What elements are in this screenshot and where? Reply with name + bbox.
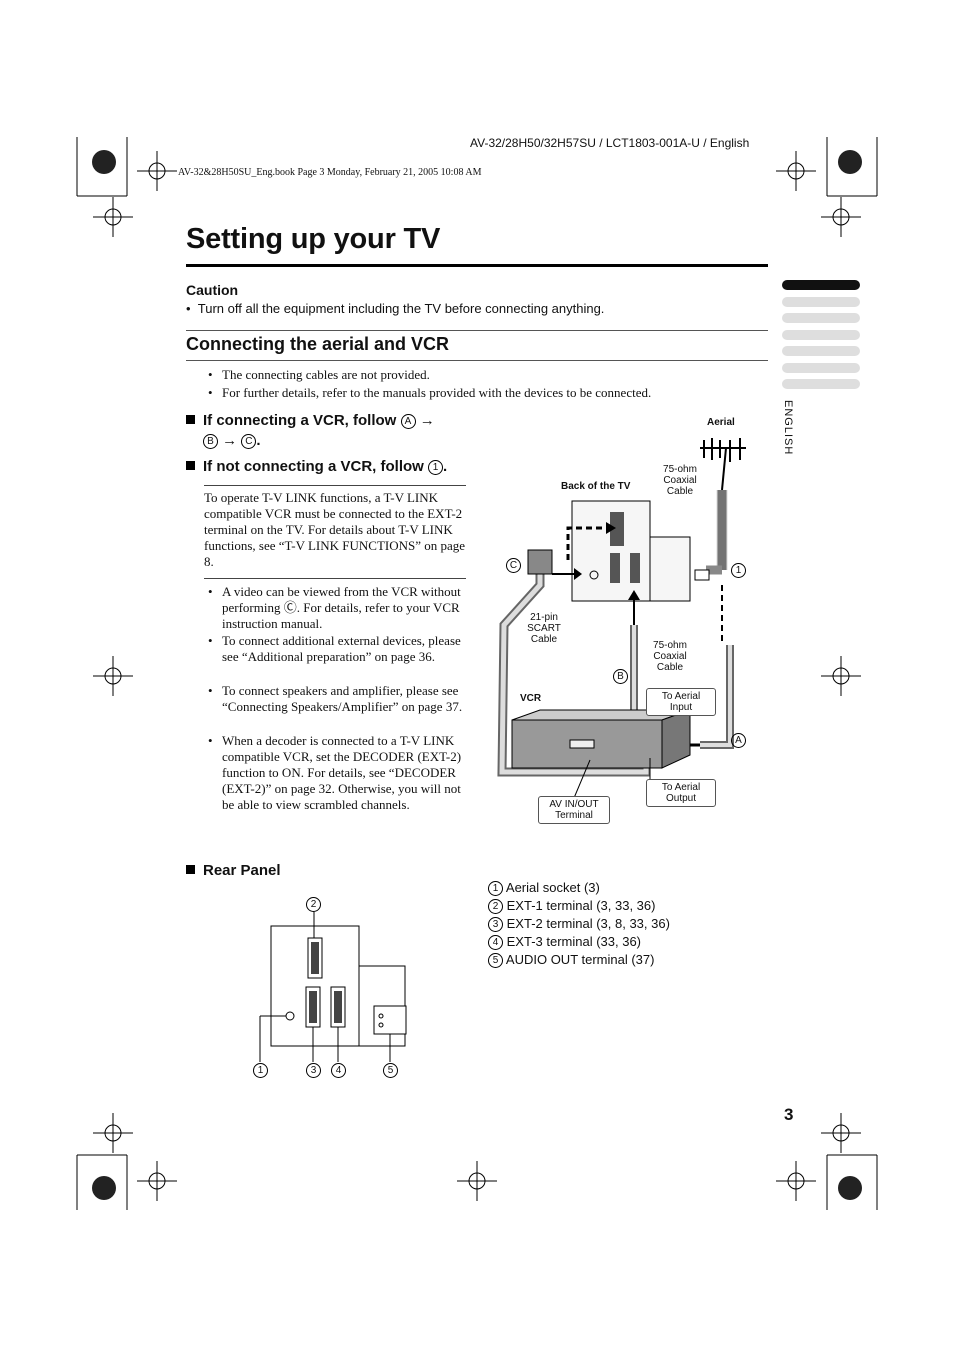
legend-num-icon: 2: [488, 899, 503, 914]
rear-panel-heading-text: Rear Panel: [203, 862, 281, 879]
mark-a-icon: A: [731, 733, 746, 748]
no-vcr-instruction-text: If not connecting a VCR, follow: [203, 458, 424, 475]
page-number: 3: [784, 1105, 794, 1124]
tv-link-text: To operate T-V LINK functions, a T-V LIN…: [204, 490, 466, 569]
aerial-label: Aerial: [707, 417, 735, 428]
mark-b-icon: B: [203, 434, 218, 449]
callout-5-icon: 5: [383, 1063, 398, 1078]
coax-top-label: 75-ohm Coaxial Cable: [663, 464, 697, 497]
legend-item: 5 AUDIO OUT terminal (37): [488, 951, 670, 969]
coax-mid-label: 75-ohm Coaxial Cable: [653, 640, 687, 673]
legend-num-icon: 5: [488, 953, 503, 968]
language-tab-active: [782, 280, 860, 290]
square-bullet-icon: [186, 865, 195, 874]
legend-num-icon: 3: [488, 917, 503, 932]
legend-num-icon: 1: [488, 881, 503, 896]
legend-text: EXT-2 terminal (3, 8, 33, 36): [506, 916, 670, 931]
page-title: Setting up your TV: [186, 223, 441, 255]
language-tab: [782, 379, 860, 389]
mark-a-icon: A: [400, 414, 416, 429]
back-of-tv-label: Back of the TV: [561, 481, 631, 492]
no-vcr-instruction: If not connecting a VCR, follow 1.: [186, 457, 447, 477]
mark-1-icon: 1: [731, 563, 746, 578]
legend-item: 4 EXT-3 terminal (33, 36): [488, 933, 670, 951]
connection-diagram: [497, 438, 746, 799]
vcr-icon: [511, 709, 691, 769]
caution-body: Turn off all the equipment including the…: [197, 301, 605, 316]
section-heading: Connecting the aerial and VCR: [186, 334, 450, 354]
language-tab: [782, 363, 860, 373]
vcr-instruction-text: If connecting a VCR, follow: [203, 412, 397, 429]
arrow-text: →: [222, 432, 238, 449]
square-bullet-icon: [186, 461, 195, 470]
aerial-icon: [700, 438, 746, 491]
legend-text: EXT-3 terminal (33, 36): [506, 934, 642, 949]
legend-item: 1 Aerial socket (3): [488, 879, 670, 897]
info-bullet: To connect speakers and amplifier, pleas…: [208, 683, 466, 715]
callout-4-icon: 4: [331, 1063, 346, 1078]
language-tab: [782, 346, 860, 356]
english-side-label: ENGLISH: [782, 400, 794, 456]
info-bullet: A video can be viewed from the VCR witho…: [208, 584, 466, 632]
callout-2-icon: 2: [306, 897, 321, 912]
note-item: For further details, refer to the manual…: [208, 385, 651, 401]
mark-b-icon: B: [613, 669, 628, 684]
tv-link-box: [204, 485, 466, 579]
square-bullet-icon: [186, 415, 195, 424]
legend-text: AUDIO OUT terminal (37): [505, 952, 655, 967]
legend-num-icon: 4: [488, 935, 503, 950]
rear-panel-diagram: [259, 912, 407, 1062]
info-bullet: To connect additional external devices, …: [208, 633, 466, 665]
callout-1-icon: 1: [253, 1063, 268, 1078]
to-aerial-output-label: To Aerial Output: [646, 779, 716, 807]
vcr-label: VCR: [520, 693, 542, 704]
info-bullet: When a decoder is connected to a T-V LIN…: [208, 733, 466, 813]
to-aerial-input-label: To Aerial Input: [646, 688, 716, 716]
rear-panel-legend: 1 Aerial socket (3) 2 EXT-1 terminal (3,…: [488, 879, 670, 969]
header-model-reference: AV-32/28H50/32H57SU / LCT1803-001A-U / E…: [470, 136, 750, 150]
language-tab: [782, 297, 860, 307]
vcr-instruction: If connecting a VCR, follow A → B → C.: [186, 411, 466, 451]
title-rule: [186, 264, 768, 267]
caution-text: • Turn off all the equipment including t…: [186, 301, 605, 316]
mark-c-icon: C: [241, 434, 257, 449]
mark-c-icon: C: [506, 558, 521, 573]
language-tab: [782, 330, 860, 340]
legend-text: EXT-1 terminal (3, 33, 36): [506, 898, 656, 913]
section-rule-top: [186, 330, 768, 331]
caution-heading: Caution: [186, 282, 239, 298]
scart-label: 21-pin SCART Cable: [527, 612, 561, 645]
rear-panel-heading: Rear Panel: [186, 861, 281, 881]
section-rule-bottom: [186, 360, 768, 361]
callout-3-icon: 3: [306, 1063, 321, 1078]
arrow-text: →: [419, 412, 435, 429]
book-stamp: AV-32&28H50SU_Eng.book Page 3 Monday, Fe…: [178, 167, 482, 178]
legend-item: 2 EXT-1 terminal (3, 33, 36): [488, 897, 670, 915]
note-item: The connecting cables are not provided.: [208, 367, 430, 383]
legend-text: Aerial socket (3): [505, 880, 600, 895]
mark-1-icon: 1: [428, 460, 443, 475]
legend-item: 3 EXT-2 terminal (3, 8, 33, 36): [488, 915, 670, 933]
language-tab: [782, 313, 860, 323]
av-in-out-label: AV IN/OUT Terminal: [538, 796, 610, 824]
